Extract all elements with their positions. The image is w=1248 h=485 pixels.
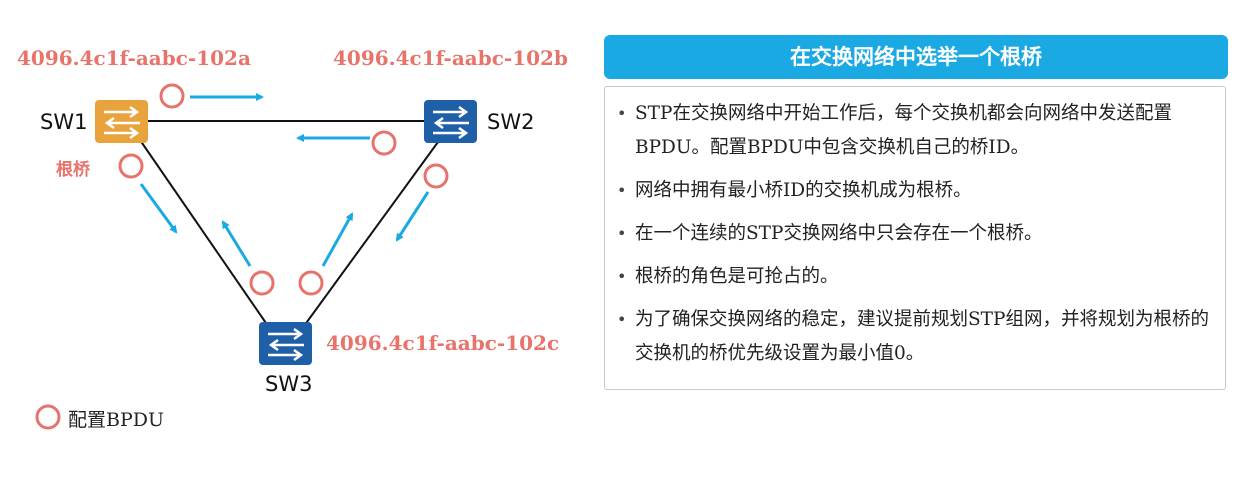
legend-label: 配置BPDU [68,409,164,431]
bullet-item: • 根桥的角色是可抢占的。 [613,260,1215,294]
topology-lines [35,83,477,430]
bpdu-arrow-sw2-to-sw3 [395,191,430,242]
bullet-item: • STP在交换网络中开始工作后，每个交换机都会向网络中发送配置BPDU。配置BP… [613,97,1215,165]
panel-title: 在交换网络中选举一个根桥 [604,35,1228,79]
bpdu-circle-icon [118,153,144,179]
bpdu-arrow-sw1-to-sw3 [139,183,178,234]
bullet-dot-icon: • [617,104,627,123]
bullet-dot-icon: • [617,224,627,243]
bullet-dot-icon: • [617,181,627,200]
switch-sw2-icon [424,100,477,143]
sw2-name: SW2 [487,110,535,134]
bullet-text: 根桥的角色是可抢占的。 [635,266,839,287]
bullet-text: STP在交换网络中开始工作后，每个交换机都会向网络中发送配置BPDU。配置BPD… [635,103,1172,158]
stp-topology-diagram: 4096.4c1f-aabc-102a 4096.4c1f-aabc-102b … [0,0,600,485]
switch-sw3-icon [259,322,312,365]
switch-sw1-icon [95,100,148,143]
sw2-bridge-id: 4096.4c1f-aabc-102b [333,46,568,70]
sw1-name: SW1 [40,110,88,134]
bullet-item: • 网络中拥有最小桥ID的交换机成为根桥。 [613,174,1215,208]
bpdu-arrow-sw3-to-sw2 [321,212,354,267]
bullet-dot-icon: • [617,310,627,329]
legend-bpdu-circle-icon [35,404,61,430]
bpdu-circle-icon [159,83,185,109]
bpdu-circle-icon [298,270,324,296]
bullet-dot-icon: • [617,267,627,286]
sw3-name: SW3 [265,372,313,396]
bullet-text: 为了确保交换网络的稳定，建议提前规划STP组网，并将规划为根桥的交换机的桥优先级… [635,309,1209,364]
bpdu-circle-icon [371,130,397,156]
sw3-bridge-id: 4096.4c1f-aabc-102c [326,331,560,355]
bpdu-arrow-sw3-to-sw1 [221,220,252,267]
bullet-list: • STP在交换网络中开始工作后，每个交换机都会向网络中发送配置BPDU。配置BP… [613,97,1215,371]
bpdu-circle-icon [249,270,275,296]
root-bridge-label: 根桥 [56,160,90,180]
panel-body: • STP在交换网络中开始工作后，每个交换机都会向网络中发送配置BPDU。配置BP… [604,86,1226,390]
bpdu-circle-icon [423,163,449,189]
bullet-item: • 为了确保交换网络的稳定，建议提前规划STP组网，并将规划为根桥的交换机的桥优先… [613,303,1215,371]
bullet-text: 网络中拥有最小桥ID的交换机成为根桥。 [635,180,972,201]
bullet-text: 在一个连续的STP交换网络中只会存在一个根桥。 [635,223,1043,244]
link-sw1-sw3 [139,139,269,327]
link-sw2-sw3 [303,141,439,327]
sw1-bridge-id: 4096.4c1f-aabc-102a [17,46,251,70]
bullet-item: • 在一个连续的STP交换网络中只会存在一个根桥。 [613,217,1215,251]
